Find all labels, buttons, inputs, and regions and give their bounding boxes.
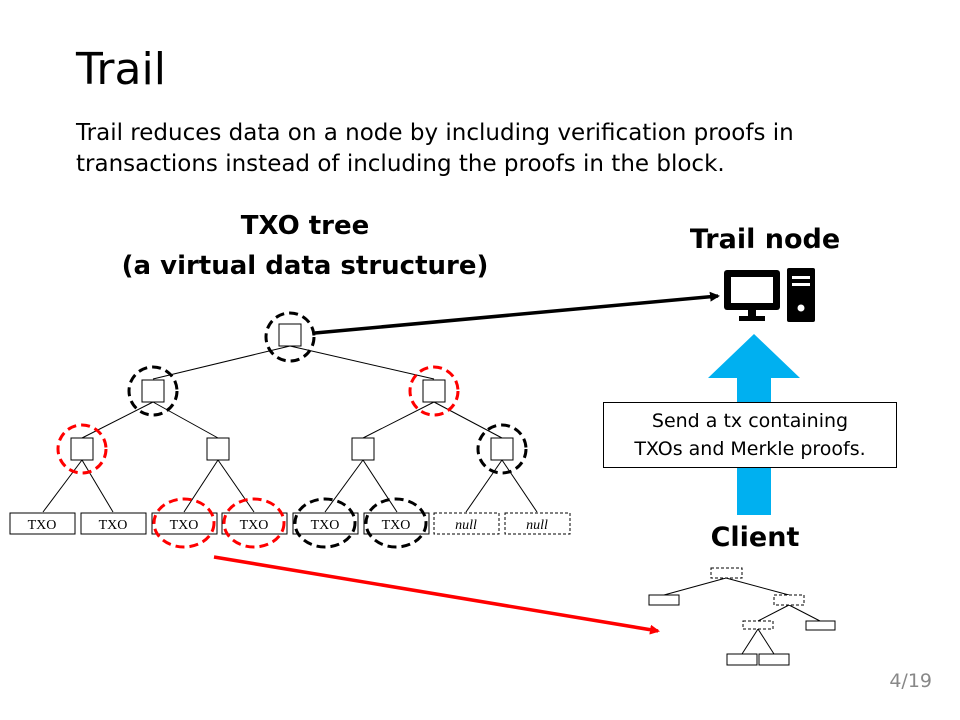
path-highlight-root <box>264 311 316 363</box>
txo-tree-leaves: TXO TXO TXO TXO TXO TXO null null <box>9 512 571 535</box>
computer-icon <box>724 268 815 322</box>
tree-node-l2-1 <box>70 437 94 461</box>
path-highlight-leaf-5 <box>293 497 357 549</box>
leaf-box-1 <box>9 512 76 535</box>
leaf-label-7: null <box>455 518 477 533</box>
slide-title: Trail <box>76 44 166 95</box>
send-tx-line-2: TXOs and Merkle proofs. <box>634 438 866 460</box>
txo-tree-heading-line-2: (a virtual data structure) <box>121 251 489 281</box>
slide-subtitle: Trail reduces data on a node by includin… <box>76 118 896 180</box>
leaves-to-client-arrow <box>213 555 660 635</box>
client-proof-node-2 <box>805 620 836 631</box>
txo-tree-edges <box>42 345 538 513</box>
proof-highlight-leaf-4 <box>222 497 286 549</box>
leaf-box-5 <box>292 512 359 535</box>
leaf-label-6: TXO <box>382 518 411 533</box>
path-highlight-l1 <box>127 365 179 417</box>
page-number: 4/19 <box>889 670 932 692</box>
root-to-node-arrow <box>314 291 720 335</box>
client-leaf-1 <box>726 653 758 666</box>
subtitle-line-2: transactions instead of including the pr… <box>76 151 725 177</box>
client-mini-tree <box>648 567 836 666</box>
tree-node-l2-4 <box>490 437 514 461</box>
send-tx-line-1: Send a tx containing <box>651 410 849 432</box>
txo-tree-heading: TXO tree (a virtual data structure) <box>100 206 510 286</box>
send-tx-box: Send a tx containing TXOs and Merkle pro… <box>603 402 897 468</box>
leaf-box-8 <box>504 512 571 535</box>
leaf-label-3: TXO <box>170 518 199 533</box>
path-highlight-l2 <box>476 423 528 475</box>
leaf-box-3 <box>151 512 218 535</box>
leaf-label-1: TXO <box>28 518 57 533</box>
proof-highlight-l2 <box>56 423 108 475</box>
proof-highlight-l1 <box>408 365 460 417</box>
proof-highlight-leaf-3 <box>152 497 216 549</box>
path-highlight-leaf-6 <box>364 497 428 549</box>
trail-node-heading: Trail node <box>689 224 841 255</box>
client-path-node-1 <box>773 594 805 606</box>
client-leaf-2 <box>758 653 790 666</box>
client-proof-node-1 <box>648 594 680 606</box>
leaf-box-6 <box>363 512 430 535</box>
leaf-box-7 <box>433 512 500 535</box>
leaf-box-2 <box>80 512 147 535</box>
txo-tree-heading-line-1: TXO tree <box>240 211 370 241</box>
subtitle-line-1: Trail reduces data on a node by includin… <box>76 120 794 146</box>
client-heading: Client <box>710 522 800 553</box>
tree-node-l2-3 <box>351 437 375 461</box>
tree-node-l1-left <box>141 379 165 403</box>
leaf-box-4 <box>221 512 288 535</box>
leaf-label-4: TXO <box>240 518 269 533</box>
client-path-node-2 <box>742 620 774 630</box>
leaf-label-5: TXO <box>311 518 340 533</box>
tree-node-l1-right <box>422 379 446 403</box>
client-root-node <box>710 567 743 579</box>
tree-node-l2-2 <box>206 437 230 461</box>
leaf-label-8: null <box>526 518 548 533</box>
tree-root-node <box>278 323 302 347</box>
leaf-label-2: TXO <box>99 518 128 533</box>
